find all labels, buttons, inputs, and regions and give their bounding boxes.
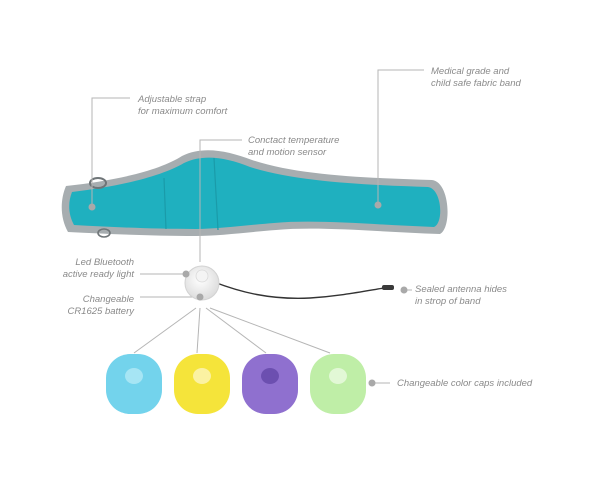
dot-adjustable (88, 203, 96, 211)
leader-cap-yellow (196, 307, 201, 354)
dot-medical (374, 201, 382, 209)
medical-band-label: Medical grade and child safe fabric band (431, 66, 521, 89)
sensor-label: Conctact temperature and motion sensor (248, 135, 340, 158)
sensor-center (195, 269, 209, 283)
blue-cap (106, 354, 162, 414)
leader-cap-blue (133, 307, 197, 354)
led-light-dot (182, 270, 190, 278)
adjustable-strap-label: Adjustable strap for maximum comfort (138, 94, 228, 117)
dot-antenna (400, 286, 408, 294)
caps-label: Changeable color caps included (397, 378, 533, 389)
leader-medical (377, 69, 424, 205)
yellow-cap (174, 354, 230, 414)
led-label: Led Bluetooth active ready light (62, 257, 134, 280)
battery-dot (196, 293, 204, 301)
dot-caps (368, 379, 376, 387)
strap-loop (97, 228, 111, 238)
green-cap (310, 354, 366, 414)
purple-cap (242, 354, 298, 414)
fabric-band (61, 150, 448, 238)
antenna-label: Sealed antenna hides in strop of band (415, 284, 507, 307)
leader-sensor (199, 139, 242, 262)
band-fabric (69, 157, 441, 229)
antenna-tip (382, 285, 394, 290)
color-caps (106, 354, 366, 414)
strap-buckle (89, 177, 107, 189)
sensor-body (184, 265, 220, 301)
sensor-module (182, 265, 394, 301)
leader-adjustable (91, 97, 130, 207)
battery-label: Changeable CR1625 battery (67, 294, 134, 317)
leader-cap-purple (205, 307, 267, 354)
leader-cap-green (209, 307, 331, 354)
band-seam (163, 157, 219, 231)
leader-dots (88, 201, 408, 387)
antenna-wire (213, 281, 385, 300)
